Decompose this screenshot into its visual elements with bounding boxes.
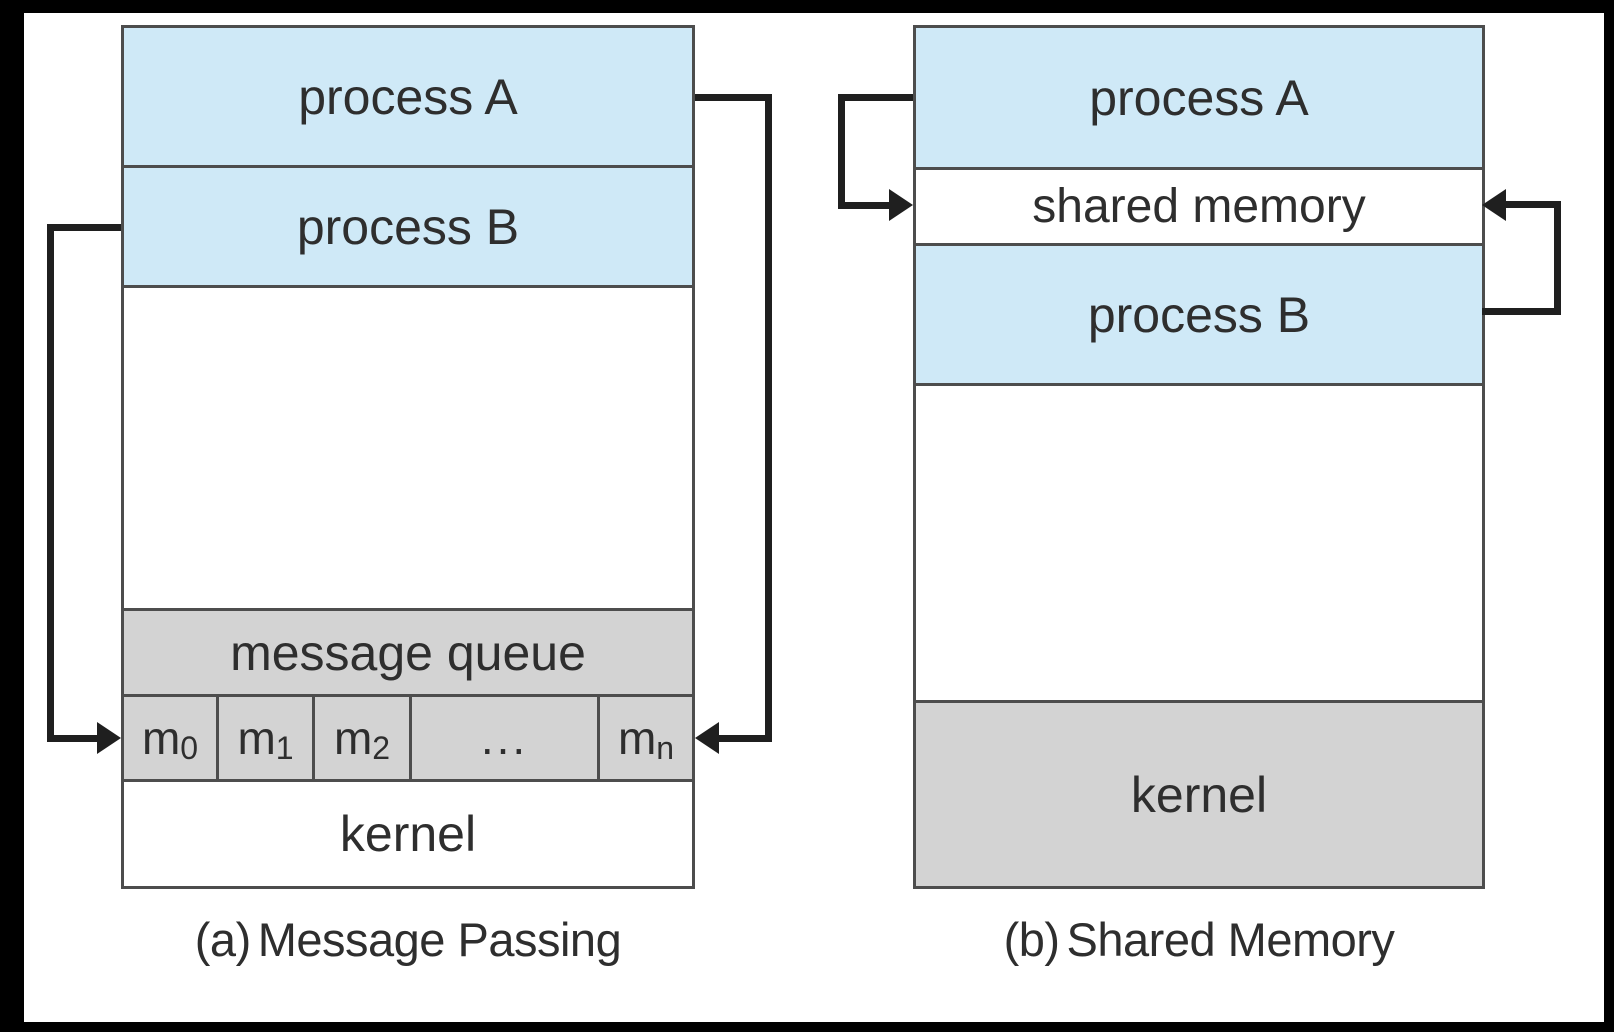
arrowhead-left-icon [695, 722, 719, 754]
caption-shared-memory: (b) Shared Memory [913, 912, 1485, 967]
cell-base: m [617, 712, 657, 764]
arrow-processA-to-queue-vertical-segment [765, 94, 772, 742]
caption-a-title: Message Passing [257, 913, 622, 966]
cell-base: ... [480, 712, 529, 764]
arrowhead-right-icon [97, 722, 121, 754]
cell-base: m [237, 712, 276, 764]
arrow-processA-to-shared-top-segment [838, 94, 913, 101]
empty-space-block [124, 288, 692, 608]
process-b-label-b: process B [1087, 286, 1311, 343]
caption-a-prefix: (a) [194, 913, 251, 966]
cell-base: m [141, 712, 181, 764]
arrow-processA-to-queue-bottom-segment [717, 735, 772, 742]
arrow-processA-to-queue-top-segment [695, 94, 772, 101]
arrow-processA-to-shared-bottom-segment [838, 202, 889, 209]
kernel-label-b: kernel [1130, 766, 1268, 823]
arrow-processB-to-queue-bottom-segment [47, 735, 99, 742]
caption-b-prefix: (b) [1003, 913, 1060, 966]
process-b-block-b: process B [916, 246, 1482, 386]
queue-cell-ellipsis: ... [412, 697, 600, 779]
process-a-block-b: process A [916, 28, 1482, 170]
message-queue-label: message queue [230, 624, 586, 681]
process-b-block: process B [124, 168, 692, 288]
process-a-label: process A [298, 68, 518, 125]
kernel-block-a: kernel [124, 782, 692, 886]
arrow-processB-to-queue-top-segment [47, 224, 121, 231]
arrow-processB-to-shared-bottom-segment [1482, 308, 1561, 315]
shared-memory-box: process A shared memory process B kernel [913, 25, 1485, 889]
arrow-processB-to-queue-vertical-segment [47, 224, 54, 742]
message-queue-band: message queue [124, 608, 692, 697]
arrowhead-right-icon [889, 189, 913, 221]
arrow-processB-to-shared-top-segment [1506, 201, 1561, 208]
arrow-processB-to-shared-vertical-segment [1554, 201, 1561, 315]
arrowhead-left-icon [1482, 189, 1506, 221]
caption-b-title: Shared Memory [1066, 913, 1395, 966]
process-b-label: process B [296, 198, 520, 255]
arrow-processA-to-shared-vertical-segment [838, 94, 845, 209]
kernel-label-a: kernel [339, 806, 477, 862]
kernel-block-b: kernel [916, 700, 1482, 886]
empty-space-block-b [916, 386, 1482, 700]
shared-memory-band: shared memory [916, 170, 1482, 246]
process-a-label-b: process A [1089, 69, 1309, 126]
shared-memory-label: shared memory [1032, 180, 1366, 233]
cell-base: m [333, 712, 373, 764]
caption-message-passing: (a) Message Passing [121, 912, 695, 967]
process-a-block: process A [124, 28, 692, 168]
